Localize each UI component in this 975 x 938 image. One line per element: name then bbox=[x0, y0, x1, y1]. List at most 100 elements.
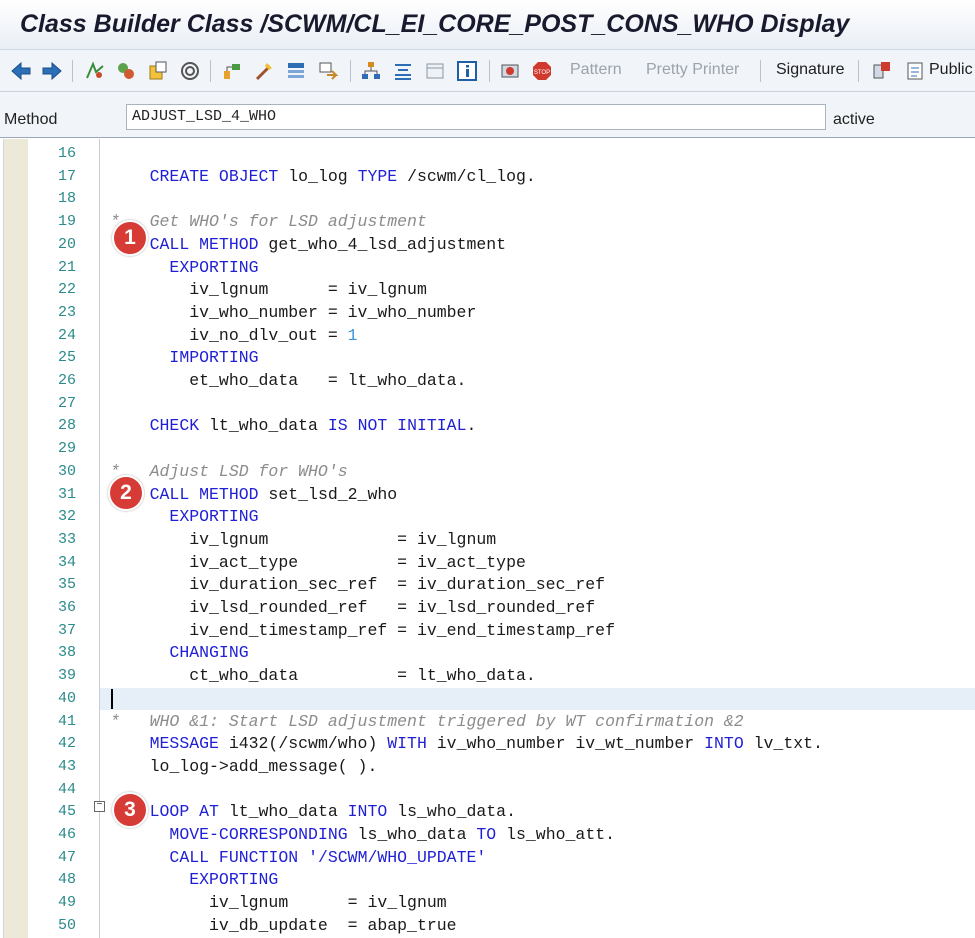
code-text[interactable]: iv_who_number = iv_who_number bbox=[110, 302, 476, 325]
outline-icon[interactable] bbox=[359, 59, 383, 83]
code-line[interactable]: 33 iv_lgnum = iv_lgnum bbox=[0, 529, 975, 552]
code-line[interactable]: 34 iv_act_type = iv_act_type bbox=[0, 552, 975, 575]
code-line[interactable]: 24 iv_no_dlv_out = 1 bbox=[0, 325, 975, 348]
code-text[interactable]: CALL METHOD set_lsd_2_who bbox=[110, 484, 398, 507]
pretty-printer-button[interactable]: Pretty Printer bbox=[646, 61, 740, 78]
code-text[interactable]: LOOP AT lt_who_data INTO ls_who_data. bbox=[110, 801, 516, 824]
code-line[interactable]: 44 bbox=[0, 779, 975, 802]
code-text[interactable]: EXPORTING bbox=[110, 869, 278, 892]
code-text[interactable]: iv_lsd_rounded_ref = iv_lsd_rounded_ref bbox=[110, 597, 595, 620]
forward-arrow-icon[interactable] bbox=[40, 59, 64, 83]
code-line[interactable]: 50 iv_db_update = abap_true bbox=[0, 915, 975, 938]
line-number: 31 bbox=[57, 485, 76, 503]
code-text[interactable]: iv_lgnum = iv_lgnum bbox=[110, 529, 496, 552]
code-line[interactable]: 35 iv_duration_sec_ref = iv_duration_sec… bbox=[0, 574, 975, 597]
code-line[interactable]: 16 bbox=[0, 143, 975, 166]
display-inactive-icon[interactable] bbox=[423, 59, 447, 83]
code-text[interactable]: * Adjust LSD for WHO's bbox=[110, 461, 348, 484]
code-text[interactable]: IMPORTING bbox=[110, 347, 258, 370]
check-icon[interactable] bbox=[114, 59, 138, 83]
code-text[interactable]: iv_lgnum = iv_lgnum bbox=[110, 279, 427, 302]
code-token: ls_who_att. bbox=[496, 825, 616, 844]
code-text[interactable]: ct_who_data = lt_who_data. bbox=[110, 665, 536, 688]
code-text[interactable]: iv_act_type = iv_act_type bbox=[110, 552, 526, 575]
code-token: lt_who_data bbox=[218, 802, 348, 822]
code-line[interactable]: 40 bbox=[0, 687, 975, 711]
code-line[interactable]: 21 EXPORTING bbox=[0, 257, 975, 280]
navigation-window-icon[interactable] bbox=[316, 59, 340, 83]
code-line[interactable]: 47 CALL FUNCTION '/SCWM/WHO_UPDATE' bbox=[0, 847, 975, 870]
sections-icon[interactable] bbox=[870, 59, 894, 83]
code-line[interactable]: 37 iv_end_timestamp_ref = iv_end_timesta… bbox=[0, 620, 975, 643]
code-text[interactable]: iv_lgnum = iv_lgnum bbox=[110, 892, 447, 915]
code-line[interactable]: 17 CREATE OBJECT lo_log TYPE /scwm/cl_lo… bbox=[0, 166, 975, 189]
code-text[interactable]: EXPORTING bbox=[110, 506, 258, 529]
code-text[interactable]: * WHO &1: Start LSD adjustment triggered… bbox=[110, 711, 744, 734]
code-text[interactable]: CHECK lt_who_data IS NOT INITIAL. bbox=[110, 415, 477, 438]
code-line[interactable]: 43 lo_log->add_message( ). bbox=[0, 756, 975, 779]
code-text[interactable]: EXPORTING bbox=[110, 257, 258, 280]
code-line[interactable]: 48 EXPORTING bbox=[0, 869, 975, 892]
code-line[interactable]: 31 CALL METHOD set_lsd_2_who bbox=[0, 484, 975, 507]
code-token: iv_lgnum = iv_lgnum bbox=[110, 893, 447, 913]
code-line[interactable]: 42 MESSAGE i432(/scwm/who) WITH iv_who_n… bbox=[0, 733, 975, 756]
pattern-button[interactable]: Pattern bbox=[570, 61, 622, 78]
code-text[interactable]: iv_db_update = abap_true bbox=[110, 915, 457, 938]
info-icon[interactable] bbox=[455, 59, 479, 83]
code-line[interactable]: 27 bbox=[0, 393, 975, 416]
code-text[interactable]: iv_duration_sec_ref = iv_duration_sec_re… bbox=[110, 574, 605, 597]
method-name-field[interactable]: ADJUST_LSD_4_WHO bbox=[126, 104, 826, 130]
code-line[interactable]: 23 iv_who_number = iv_who_number bbox=[0, 302, 975, 325]
code-line[interactable]: 49 iv_lgnum = iv_lgnum bbox=[0, 892, 975, 915]
code-line[interactable]: 22 iv_lgnum = iv_lgnum bbox=[0, 279, 975, 302]
code-token: iv_act_type = iv_act_type bbox=[110, 552, 526, 572]
code-line[interactable]: 36 iv_lsd_rounded_ref = iv_lsd_rounded_r… bbox=[0, 597, 975, 620]
code-line[interactable]: 19* Get WHO's for LSD adjustment bbox=[0, 211, 975, 234]
local-types-icon[interactable] bbox=[391, 59, 415, 83]
enhance-icon[interactable] bbox=[252, 59, 276, 83]
breakpoint-icon[interactable] bbox=[498, 59, 522, 83]
collapse-block-icon[interactable]: − bbox=[94, 801, 105, 812]
public-section-icon[interactable] bbox=[904, 59, 928, 83]
code-line[interactable]: 39 ct_who_data = lt_who_data. bbox=[0, 665, 975, 688]
code-line[interactable]: 38 CHANGING bbox=[0, 642, 975, 665]
hierarchy-icon[interactable] bbox=[284, 59, 308, 83]
code-line[interactable]: 25 IMPORTING bbox=[0, 347, 975, 370]
activate-icon[interactable] bbox=[146, 59, 170, 83]
public-section-button[interactable]: Public bbox=[929, 61, 973, 78]
code-text[interactable]: CALL METHOD get_who_4_lsd_adjustment bbox=[110, 234, 506, 257]
code-line[interactable]: 32 EXPORTING bbox=[0, 506, 975, 529]
code-line[interactable]: 46 MOVE-CORRESPONDING ls_who_data TO ls_… bbox=[0, 824, 975, 847]
other-object-icon[interactable] bbox=[83, 59, 107, 83]
code-line[interactable]: 29 bbox=[0, 438, 975, 461]
code-text[interactable]: * Get WHO's for LSD adjustment bbox=[110, 211, 427, 234]
code-line[interactable]: 45 LOOP AT lt_who_data INTO ls_who_data. bbox=[0, 801, 975, 824]
code-line[interactable]: 26 et_who_data = lt_who_data. bbox=[0, 370, 975, 393]
code-text[interactable]: CHANGING bbox=[110, 642, 248, 665]
line-number: 33 bbox=[57, 530, 76, 548]
code-text[interactable]: CALL FUNCTION '/SCWM/WHO_UPDATE' bbox=[110, 847, 486, 870]
code-token bbox=[110, 643, 169, 662]
code-text[interactable]: lo_log->add_message( ). bbox=[110, 756, 378, 779]
where-used-icon[interactable] bbox=[178, 59, 202, 83]
code-line[interactable]: 41* WHO &1: Start LSD adjustment trigger… bbox=[0, 711, 975, 734]
code-text[interactable]: iv_no_dlv_out = 1 bbox=[110, 325, 358, 348]
fold-gutter[interactable] bbox=[82, 139, 100, 938]
signature-button[interactable]: Signature bbox=[776, 61, 845, 78]
code-text[interactable]: iv_end_timestamp_ref = iv_end_timestamp_… bbox=[110, 620, 615, 643]
line-number: 43 bbox=[57, 757, 76, 775]
back-arrow-icon[interactable] bbox=[9, 59, 33, 83]
code-line[interactable]: 18 bbox=[0, 188, 975, 211]
number-token: 1 bbox=[347, 325, 358, 345]
display-object-list-icon[interactable] bbox=[220, 59, 244, 83]
code-line[interactable]: 28 CHECK lt_who_data IS NOT INITIAL. bbox=[0, 415, 975, 438]
code-text[interactable]: MOVE-CORRESPONDING ls_who_data TO ls_who… bbox=[110, 824, 615, 847]
code-text[interactable]: CREATE OBJECT lo_log TYPE /scwm/cl_log. bbox=[110, 166, 536, 189]
code-line[interactable]: 20 CALL METHOD get_who_4_lsd_adjustment bbox=[0, 234, 975, 257]
code-text[interactable]: et_who_data = lt_who_data. bbox=[110, 370, 466, 393]
code-text[interactable]: MESSAGE i432(/scwm/who) WITH iv_who_numb… bbox=[110, 733, 823, 756]
code-line[interactable]: 30* Adjust LSD for WHO's bbox=[0, 461, 975, 484]
stop-breakpoint-icon[interactable]: STOP bbox=[530, 59, 554, 83]
breakpoint-gutter[interactable] bbox=[4, 139, 28, 938]
